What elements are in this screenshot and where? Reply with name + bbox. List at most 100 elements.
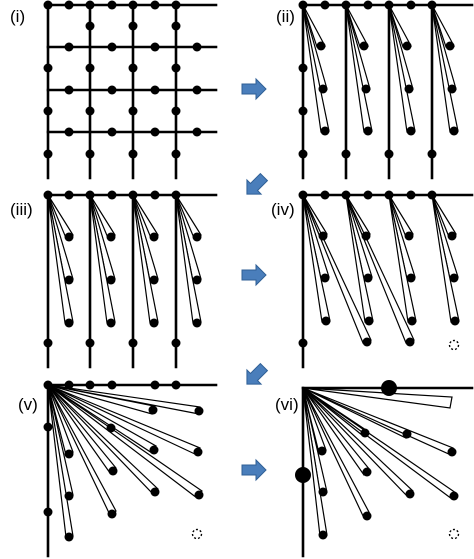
node-dot bbox=[85, 21, 95, 31]
node-dot bbox=[402, 41, 412, 51]
fiber-rod bbox=[302, 194, 331, 323]
vacancy-dashed-circle bbox=[448, 528, 460, 540]
node-dot bbox=[450, 316, 460, 326]
node-dot bbox=[128, 63, 138, 73]
panel-iii: (iii) bbox=[10, 190, 218, 369]
node-dot bbox=[318, 231, 328, 241]
node-dot bbox=[341, 190, 351, 200]
node-dot bbox=[106, 423, 116, 433]
node-dot bbox=[43, 190, 53, 200]
panel-ii-nodes bbox=[298, 0, 459, 159]
node-dot bbox=[449, 273, 459, 283]
node-dot bbox=[449, 126, 459, 136]
node-dot bbox=[85, 190, 95, 200]
node-dot bbox=[64, 532, 74, 542]
panel-ii: (ii) bbox=[276, 0, 474, 180]
node-dot bbox=[128, 149, 138, 159]
node-dot bbox=[171, 338, 181, 348]
node-dot bbox=[148, 405, 158, 415]
node-dot bbox=[171, 380, 181, 390]
node-dot bbox=[107, 42, 117, 52]
node-dot bbox=[192, 42, 202, 52]
fiber-rod bbox=[345, 4, 373, 133]
node-dot bbox=[171, 63, 181, 73]
panel-label-iv: (iv) bbox=[271, 200, 295, 219]
node-dot bbox=[64, 127, 74, 137]
panel-label-ii: (ii) bbox=[276, 7, 295, 26]
node-dot bbox=[128, 0, 138, 10]
node-dot bbox=[85, 0, 95, 10]
panel-iii-nodes bbox=[43, 190, 202, 348]
node-dot bbox=[107, 127, 117, 137]
node-dot bbox=[192, 85, 202, 95]
node-dot bbox=[85, 149, 95, 159]
node-dot bbox=[320, 190, 330, 200]
node-dot bbox=[64, 85, 74, 95]
panel-label-iii: (iii) bbox=[10, 200, 33, 219]
node-dot bbox=[359, 41, 369, 51]
node-dot bbox=[427, 149, 437, 159]
node-dot bbox=[318, 84, 328, 94]
node-dot bbox=[362, 467, 372, 477]
node-dot bbox=[406, 126, 416, 136]
node-dot bbox=[150, 380, 160, 390]
node-dot bbox=[150, 85, 160, 95]
node-dot bbox=[64, 0, 74, 10]
node-dot bbox=[128, 338, 138, 348]
node-dot bbox=[320, 0, 330, 10]
node-dot bbox=[149, 232, 159, 242]
node-dot bbox=[298, 63, 308, 73]
panel-label-i: (i) bbox=[10, 7, 25, 26]
node-dot bbox=[43, 380, 53, 390]
node-dot bbox=[150, 190, 160, 200]
fiber-rod bbox=[388, 4, 416, 133]
panel-label-vi: (vi) bbox=[275, 395, 299, 414]
panel-i: (i) bbox=[10, 0, 218, 180]
node-dot bbox=[107, 509, 117, 519]
panel-iv: (iv) bbox=[271, 190, 474, 369]
node-dot bbox=[445, 41, 455, 51]
node-dot bbox=[298, 0, 308, 10]
node-dot bbox=[128, 190, 138, 200]
right-arrow-icon bbox=[241, 77, 267, 101]
node-dot bbox=[43, 0, 53, 10]
node-dot bbox=[192, 275, 202, 285]
node-dot bbox=[43, 507, 53, 517]
node-dot bbox=[406, 190, 416, 200]
node-dot bbox=[384, 190, 394, 200]
node-dot bbox=[171, 149, 181, 159]
node-dot bbox=[320, 273, 330, 283]
node-dot bbox=[363, 126, 373, 136]
panel-iii-fans bbox=[47, 194, 202, 324]
node-dot bbox=[363, 273, 373, 283]
node-dot bbox=[406, 0, 416, 10]
node-dot bbox=[149, 318, 159, 328]
down-left-arrow-icon bbox=[246, 362, 269, 385]
node-dot bbox=[64, 491, 74, 501]
node-dot bbox=[298, 190, 308, 200]
panel-vi-nodes bbox=[295, 380, 460, 540]
arrows bbox=[241, 77, 269, 482]
node-dot bbox=[194, 406, 204, 416]
node-dot bbox=[402, 429, 412, 439]
node-dot bbox=[363, 0, 373, 10]
node-dot bbox=[64, 380, 74, 390]
node-dot bbox=[107, 380, 117, 390]
node-dot bbox=[341, 0, 351, 10]
large-node-dot bbox=[295, 467, 311, 483]
panel-iv-fans bbox=[302, 194, 460, 344]
node-dot bbox=[192, 127, 202, 137]
down-left-arrow-icon bbox=[246, 172, 269, 195]
panel-iv-nodes bbox=[298, 190, 460, 351]
fiber-rod bbox=[431, 194, 460, 323]
node-dot bbox=[194, 490, 204, 500]
node-dot bbox=[150, 487, 160, 497]
panel-label-v: (v) bbox=[18, 395, 38, 414]
node-dot bbox=[405, 337, 415, 347]
panel-i-nodes bbox=[43, 0, 202, 159]
node-dot bbox=[128, 106, 138, 116]
node-dot bbox=[427, 0, 437, 10]
node-dot bbox=[128, 21, 138, 31]
node-dot bbox=[43, 106, 53, 116]
